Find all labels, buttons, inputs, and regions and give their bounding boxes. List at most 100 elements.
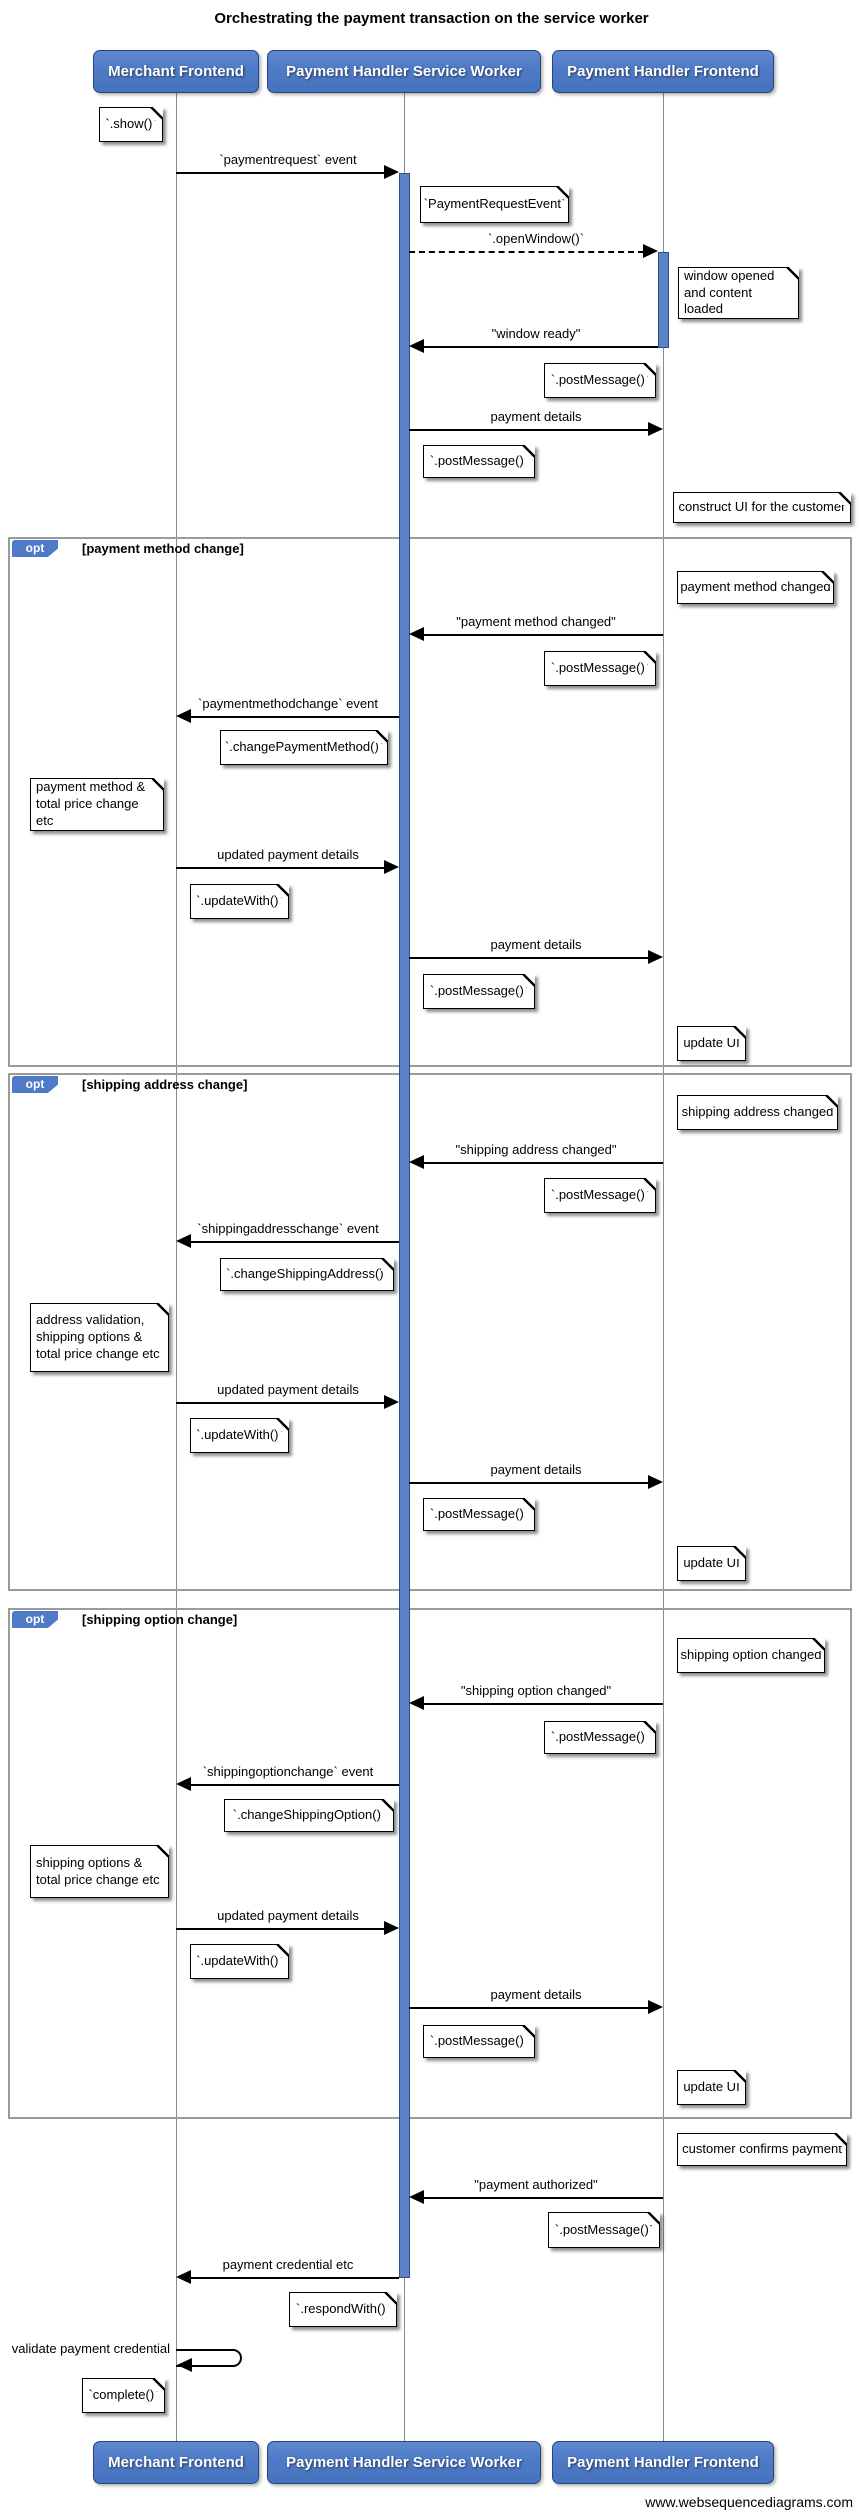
note: `.postMessage()` <box>544 363 656 398</box>
note: `.postMessage()` <box>548 2212 660 2248</box>
message-label: payment details <box>490 937 582 952</box>
note: `.updateWith()` <box>190 884 289 919</box>
arrowhead <box>409 2190 424 2204</box>
note-text: `.changeShippingAddress()` <box>226 1266 388 1282</box>
note-text: `complete()` <box>88 2387 159 2403</box>
note-text: update UI <box>683 1555 740 1571</box>
lifeline <box>662 93 664 2441</box>
arrowhead <box>648 422 663 436</box>
message-line <box>176 867 385 869</box>
message-label: "shipping option changed" <box>460 1683 612 1698</box>
note: shipping options &total price change etc <box>30 1845 169 1898</box>
note: update UI <box>677 1026 746 1061</box>
fragment-operator-label: opt <box>12 1076 58 1093</box>
lifeline <box>175 93 177 2441</box>
note: `.postMessage()` <box>423 2025 535 2058</box>
note-fold-corner <box>733 1546 746 1559</box>
note-text: `.updateWith()` <box>196 1953 283 1969</box>
message-label: "payment method changed" <box>456 614 616 629</box>
message-label: "shipping address changed" <box>455 1142 617 1157</box>
message-label: "payment authorized" <box>474 2177 598 2192</box>
note-fold-corner <box>522 974 535 987</box>
note: `.changeShippingOption()` <box>224 1799 394 1832</box>
note-text: `.postMessage()` <box>429 983 529 999</box>
message-line <box>409 1482 649 1484</box>
note-text: `PaymentRequestEvent` <box>423 196 566 212</box>
note: shipping address changed <box>677 1095 838 1130</box>
activation-bar <box>657 252 669 348</box>
fragment-opt <box>8 1073 852 1591</box>
note-text: `.changePaymentMethod()` <box>224 739 384 755</box>
note-text: `.postMessage()` <box>550 660 650 676</box>
note-fold-corner <box>150 107 163 120</box>
note: `.postMessage()` <box>423 445 535 478</box>
note-text: `.changeShippingOption()` <box>232 1807 386 1823</box>
note-fold-corner <box>812 1638 825 1651</box>
message-line <box>190 1784 399 1786</box>
note-fold-corner <box>733 2070 746 2083</box>
note-fold-corner <box>384 2292 397 2305</box>
message-label: payment details <box>490 1462 582 1477</box>
message-label: payment details <box>490 1987 582 2002</box>
note-text: shipping address changed <box>681 1104 834 1120</box>
note-text: update UI <box>683 2079 740 2095</box>
arrowhead <box>177 2358 192 2372</box>
note: `.updateWith()` <box>190 1418 289 1453</box>
arrowhead <box>384 165 399 179</box>
arrowhead <box>648 1475 663 1489</box>
message-label: payment details <box>490 409 582 424</box>
note-text: `.postMessage()` <box>554 2221 654 2237</box>
note-text: `.postMessage()` <box>550 1187 650 1203</box>
note: address validation,shipping options &tot… <box>30 1303 169 1372</box>
actor-box: Merchant Frontend <box>93 50 259 93</box>
arrowhead <box>409 339 424 353</box>
message-line <box>409 429 649 431</box>
arrowhead <box>176 1234 191 1248</box>
message-line <box>423 634 663 636</box>
arrowhead <box>384 1395 399 1409</box>
note-fold-corner <box>643 363 656 376</box>
message-line <box>176 1402 385 1404</box>
note-text: `.postMessage()` <box>550 372 650 388</box>
arrowhead <box>409 1155 424 1169</box>
note-text: shipping option changed <box>680 1647 822 1663</box>
note: `.changeShippingAddress()` <box>220 1258 394 1291</box>
note: payment method changed <box>677 571 834 604</box>
message-label: updated payment details <box>217 1908 359 1923</box>
note: customer confirms payment <box>677 2133 847 2166</box>
message-label: payment credential etc <box>222 2257 354 2272</box>
note: `.postMessage()` <box>544 1721 656 1754</box>
note-fold-corner <box>825 1095 838 1108</box>
message-label: `paymentmethodchange` event <box>198 696 378 711</box>
note-text: `.updateWith()` <box>196 893 283 909</box>
note-fold-corner <box>643 651 656 664</box>
note-text: payment method &total price change etc <box>36 779 146 828</box>
note: `.respondWith()` <box>289 2292 397 2327</box>
note-text: `.updateWith()` <box>196 1427 283 1443</box>
note: update UI <box>677 2070 746 2105</box>
note: `.updateWith()` <box>190 1944 289 1979</box>
note-text: `.postMessage()` <box>429 2033 529 2049</box>
note: payment method &total price change etc <box>30 778 164 831</box>
arrowhead <box>176 2270 191 2284</box>
fragment-operator-label: opt <box>12 1611 58 1628</box>
actor-box: Payment Handler Service Worker <box>267 50 541 93</box>
note-fold-corner <box>522 445 535 458</box>
note-text: construct UI for the customer <box>678 499 846 515</box>
message-label: "window ready" <box>491 326 581 341</box>
note-fold-corner <box>276 1418 289 1431</box>
note: `PaymentRequestEvent` <box>420 186 569 223</box>
note-fold-corner <box>156 1303 169 1316</box>
message-label: `shippingoptionchange` event <box>202 1764 374 1779</box>
arrowhead <box>176 1777 191 1791</box>
note-fold-corner <box>276 884 289 897</box>
message-label: `shippingaddresschange` event <box>197 1221 379 1236</box>
fragment-condition: [payment method change] <box>82 541 244 556</box>
note-fold-corner <box>643 1178 656 1191</box>
note-fold-corner <box>786 267 799 280</box>
message-line <box>423 1703 663 1705</box>
arrowhead <box>648 950 663 964</box>
actor-box: Merchant Frontend <box>93 2441 259 2484</box>
